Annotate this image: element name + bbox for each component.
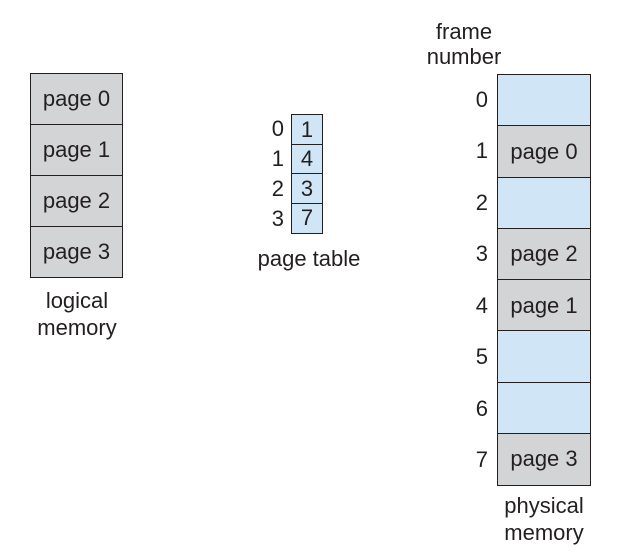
page-table-entry-3: 7 (291, 202, 323, 234)
page-table-entry-0: 1 (291, 114, 323, 146)
physical-memory-frame-3: page 2 (497, 227, 591, 281)
frame-number-7: 7 (475, 447, 488, 473)
frame-number-labels: 0 1 2 3 4 5 6 7 (445, 74, 488, 486)
page-table-index-3: 3 (271, 206, 284, 231)
frame-number-4: 4 (475, 292, 488, 318)
frame-number-6: 6 (475, 395, 488, 421)
page-table-box: 1 4 3 7 (291, 114, 323, 234)
logical-memory-caption-line1: logical (45, 288, 109, 313)
physical-memory-frame-0 (497, 74, 591, 127)
frame-number-header-line1: frame (435, 19, 493, 44)
physical-memory-caption-line1: physical (504, 493, 584, 518)
physical-memory-caption-line2: memory (504, 520, 584, 545)
logical-memory-caption-line2: memory (37, 315, 117, 340)
physical-memory-frame-6 (497, 381, 591, 435)
page-table-index-2: 2 (271, 176, 284, 201)
page-table-caption: page table (257, 246, 361, 271)
logical-memory-box: page 0 page 1 page 2 page 3 (30, 73, 123, 279)
page-table-entry-1: 4 (291, 143, 323, 175)
logical-memory-cell-0: page 0 (30, 73, 123, 126)
page-table-index-1: 1 (271, 146, 284, 171)
frame-number-0: 0 (475, 86, 488, 112)
page-table-index-0: 0 (271, 116, 284, 141)
physical-memory-frame-4: page 1 (497, 279, 591, 332)
frame-number-header-line2: number (426, 44, 502, 69)
physical-memory-box: page 0 page 2 page 1 page 3 (497, 74, 591, 486)
page-table-indices: 0 1 2 3 (246, 114, 284, 234)
logical-memory-cell-1: page 1 (30, 123, 123, 177)
logical-memory-cell-2: page 2 (30, 174, 123, 228)
page-table-entry-2: 3 (291, 173, 323, 205)
physical-memory-frame-7: page 3 (497, 433, 591, 486)
physical-memory-frame-1: page 0 (497, 125, 591, 179)
logical-memory-caption: logical memory (17, 287, 137, 341)
frame-number-3: 3 (475, 241, 488, 267)
physical-memory-caption: physical memory (484, 492, 604, 546)
physical-memory-frame-2 (497, 176, 591, 230)
physical-memory-frame-5 (497, 330, 591, 384)
frame-number-2: 2 (475, 189, 488, 215)
frame-number-header: frame number (404, 19, 524, 69)
frame-number-5: 5 (475, 344, 488, 370)
frame-number-1: 1 (475, 138, 488, 164)
logical-memory-cell-3: page 3 (30, 225, 123, 279)
